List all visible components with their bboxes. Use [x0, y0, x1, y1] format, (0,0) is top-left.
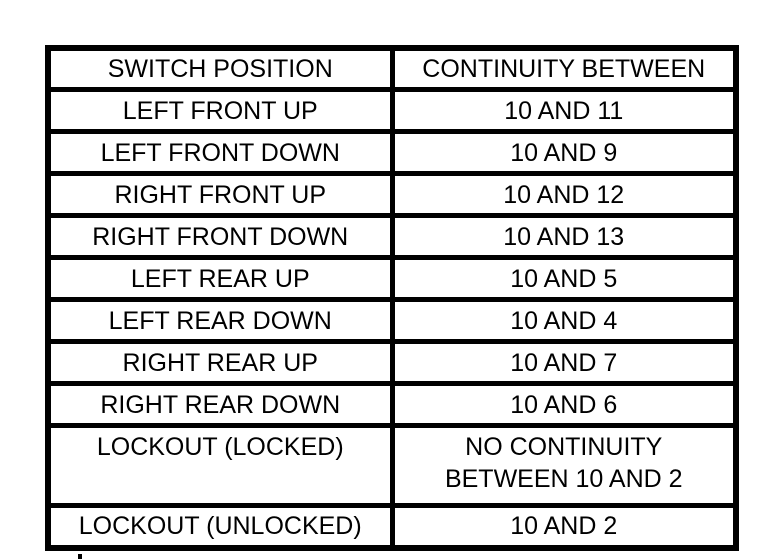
switch-position-cell: LEFT FRONT UP [45, 87, 395, 134]
continuity-cell: 10 AND 6 [389, 381, 739, 428]
table-row: RIGHT FRONT UP 10 AND 12 [45, 171, 739, 218]
continuity-cell: 10 AND 2 [389, 503, 739, 550]
switch-continuity-table: SWITCH POSITION CONTINUITY BETWEEN LEFT … [45, 45, 739, 551]
table-header-row: SWITCH POSITION CONTINUITY BETWEEN [45, 45, 739, 92]
switch-position-cell: RIGHT FRONT UP [45, 171, 395, 218]
column-header-switch-position: SWITCH POSITION [45, 45, 395, 92]
switch-position-cell: LEFT REAR UP [45, 255, 395, 302]
continuity-cell: 10 AND 9 [389, 129, 739, 176]
continuity-cell: NO CONTINUITY BETWEEN 10 AND 2 [389, 423, 739, 508]
table-row: LEFT REAR UP 10 AND 5 [45, 255, 739, 302]
table-row: LEFT REAR DOWN 10 AND 4 [45, 297, 739, 344]
continuity-cell: 10 AND 4 [389, 297, 739, 344]
continuity-cell: 10 AND 11 [389, 87, 739, 134]
table-row: LEFT FRONT UP 10 AND 11 [45, 87, 739, 134]
cropped-text-fragment [78, 554, 82, 559]
column-header-continuity-between: CONTINUITY BETWEEN [389, 45, 739, 92]
table-row: LEFT FRONT DOWN 10 AND 9 [45, 129, 739, 176]
switch-position-cell: LOCKOUT (UNLOCKED) [45, 503, 395, 550]
continuity-cell: 10 AND 13 [389, 213, 739, 260]
table-row: RIGHT FRONT DOWN 10 AND 13 [45, 213, 739, 260]
switch-position-cell: LOCKOUT (LOCKED) [45, 423, 395, 508]
continuity-cell: 10 AND 5 [389, 255, 739, 302]
cropped-caption-marks [78, 554, 108, 560]
table-row: RIGHT REAR DOWN 10 AND 6 [45, 381, 739, 428]
continuity-cell: 10 AND 12 [389, 171, 739, 218]
switch-position-cell: LEFT FRONT DOWN [45, 129, 395, 176]
table-row: LOCKOUT (LOCKED) NO CONTINUITY BETWEEN 1… [45, 423, 739, 508]
switch-position-cell: LEFT REAR DOWN [45, 297, 395, 344]
switch-position-cell: RIGHT FRONT DOWN [45, 213, 395, 260]
continuity-cell: 10 AND 7 [389, 339, 739, 386]
table-row: LOCKOUT (UNLOCKED) 10 AND 2 [45, 503, 739, 550]
table-row: RIGHT REAR UP 10 AND 7 [45, 339, 739, 386]
switch-position-cell: RIGHT REAR UP [45, 339, 395, 386]
switch-position-cell: RIGHT REAR DOWN [45, 381, 395, 428]
